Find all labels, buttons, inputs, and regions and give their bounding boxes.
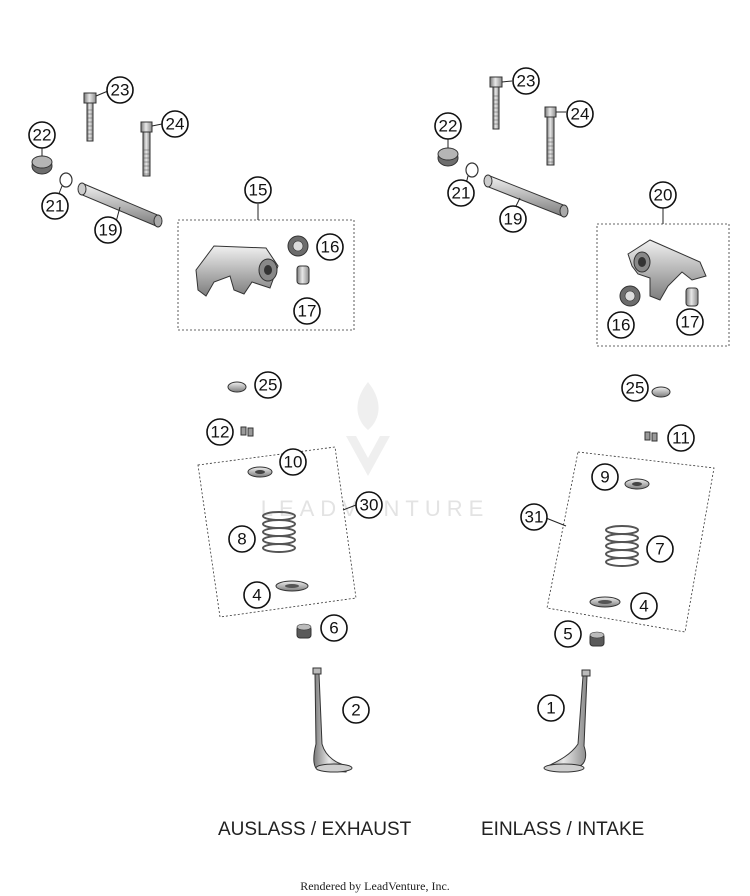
credit-text: Rendered by LeadVenture, Inc. <box>300 879 450 893</box>
callout-22-left: 22 <box>28 121 56 149</box>
svg-text:16: 16 <box>321 238 340 257</box>
shim-25-left <box>227 381 247 393</box>
bolt-23-right <box>489 76 503 130</box>
callout-1: 1 <box>537 694 565 722</box>
callout-20: 20 <box>649 181 677 209</box>
svg-text:6: 6 <box>329 619 338 638</box>
rocker-shaft-19-left <box>77 182 163 228</box>
svg-text:16: 16 <box>612 316 631 335</box>
svg-text:12: 12 <box>211 423 230 442</box>
callout-12: 12 <box>206 418 234 446</box>
plug-22-left <box>31 155 53 175</box>
spring-retainer-9 <box>624 478 650 490</box>
callout-21-left: 21 <box>41 192 69 220</box>
valve-spring-7 <box>605 525 639 567</box>
callout-23-right: 23 <box>512 67 540 95</box>
callout-5: 5 <box>554 620 582 648</box>
svg-text:8: 8 <box>237 530 246 549</box>
valve-seal-6 <box>296 623 312 639</box>
svg-text:1: 1 <box>546 699 555 718</box>
svg-text:5: 5 <box>563 625 572 644</box>
bolt-23-left <box>83 92 97 142</box>
bolt-24-right <box>544 106 557 166</box>
roller-16-right <box>619 285 641 307</box>
caption-intake: EINLASS / INTAKE <box>481 819 644 840</box>
svg-text:24: 24 <box>571 105 590 124</box>
svg-text:21: 21 <box>452 184 471 203</box>
svg-text:31: 31 <box>525 508 544 527</box>
spring-retainer-10 <box>247 466 273 478</box>
callout-2: 2 <box>342 696 370 724</box>
valve-spring-8 <box>262 511 296 553</box>
svg-text:7: 7 <box>655 540 664 559</box>
svg-text:25: 25 <box>259 376 278 395</box>
svg-text:4: 4 <box>639 597 648 616</box>
svg-text:4: 4 <box>252 586 261 605</box>
callout-7: 7 <box>646 535 674 563</box>
callout-9: 9 <box>591 463 619 491</box>
callout-11: 11 <box>667 424 695 452</box>
svg-text:19: 19 <box>504 210 523 229</box>
svg-text:22: 22 <box>439 117 458 136</box>
svg-text:25: 25 <box>626 379 645 398</box>
callout-4-right: 4 <box>630 592 658 620</box>
callout-19-left: 19 <box>94 216 122 244</box>
svg-text:2: 2 <box>351 701 360 720</box>
exhaust-valve-2 <box>312 667 353 773</box>
svg-text:21: 21 <box>46 197 65 216</box>
pin-17-right <box>685 287 699 307</box>
svg-text:10: 10 <box>284 453 303 472</box>
svg-text:11: 11 <box>672 429 690 448</box>
svg-text:23: 23 <box>517 72 536 91</box>
pin-17-left <box>296 265 310 285</box>
callout-22-right: 22 <box>434 112 462 140</box>
svg-text:23: 23 <box>111 81 130 100</box>
svg-text:24: 24 <box>166 115 185 134</box>
svg-text:9: 9 <box>600 468 609 487</box>
o-ring-21-right <box>465 162 479 178</box>
svg-text:30: 30 <box>360 496 379 515</box>
callout-4-left: 4 <box>243 581 271 609</box>
svg-text:17: 17 <box>298 302 317 321</box>
spring-seat-4-left <box>275 580 309 592</box>
callout-8: 8 <box>228 525 256 553</box>
callout-25-right: 25 <box>621 374 649 402</box>
bolt-24-left <box>140 121 153 177</box>
callout-24-right: 24 <box>566 100 594 128</box>
callout-25-left: 25 <box>254 371 282 399</box>
valve-seal-5 <box>589 631 605 647</box>
spring-seat-4-right <box>589 596 621 608</box>
shim-25-right <box>651 386 671 398</box>
intake-valve-1 <box>543 669 591 773</box>
roller-16-left <box>287 235 309 257</box>
callout-16-left: 16 <box>316 233 344 261</box>
callout-16-right: 16 <box>607 311 635 339</box>
rocker-shaft-19-right <box>483 174 569 218</box>
svg-text:20: 20 <box>654 186 673 205</box>
callout-30: 30 <box>355 491 383 519</box>
callout-10: 10 <box>279 448 307 476</box>
o-ring-21-left <box>59 172 73 188</box>
rocker-arm-20 <box>627 239 707 301</box>
callout-19-right: 19 <box>499 205 527 233</box>
callout-17-right: 17 <box>676 308 704 336</box>
watermark-logo <box>346 382 390 476</box>
callout-6: 6 <box>320 614 348 642</box>
callout-17-left: 17 <box>293 297 321 325</box>
svg-text:22: 22 <box>33 126 52 145</box>
svg-text:15: 15 <box>249 181 268 200</box>
callout-23-left: 23 <box>106 76 134 104</box>
plug-22-right <box>437 147 459 167</box>
callout-31: 31 <box>520 503 548 531</box>
callout-21-right: 21 <box>447 179 475 207</box>
svg-text:19: 19 <box>99 221 118 240</box>
svg-text:17: 17 <box>681 313 700 332</box>
valve-keepers-12 <box>240 426 254 437</box>
callout-24-left: 24 <box>161 110 189 138</box>
valve-keepers-11 <box>644 431 658 442</box>
callout-15: 15 <box>244 176 272 204</box>
caption-exhaust: AUSLASS / EXHAUST <box>218 819 412 840</box>
rocker-arm-15 <box>195 245 279 297</box>
